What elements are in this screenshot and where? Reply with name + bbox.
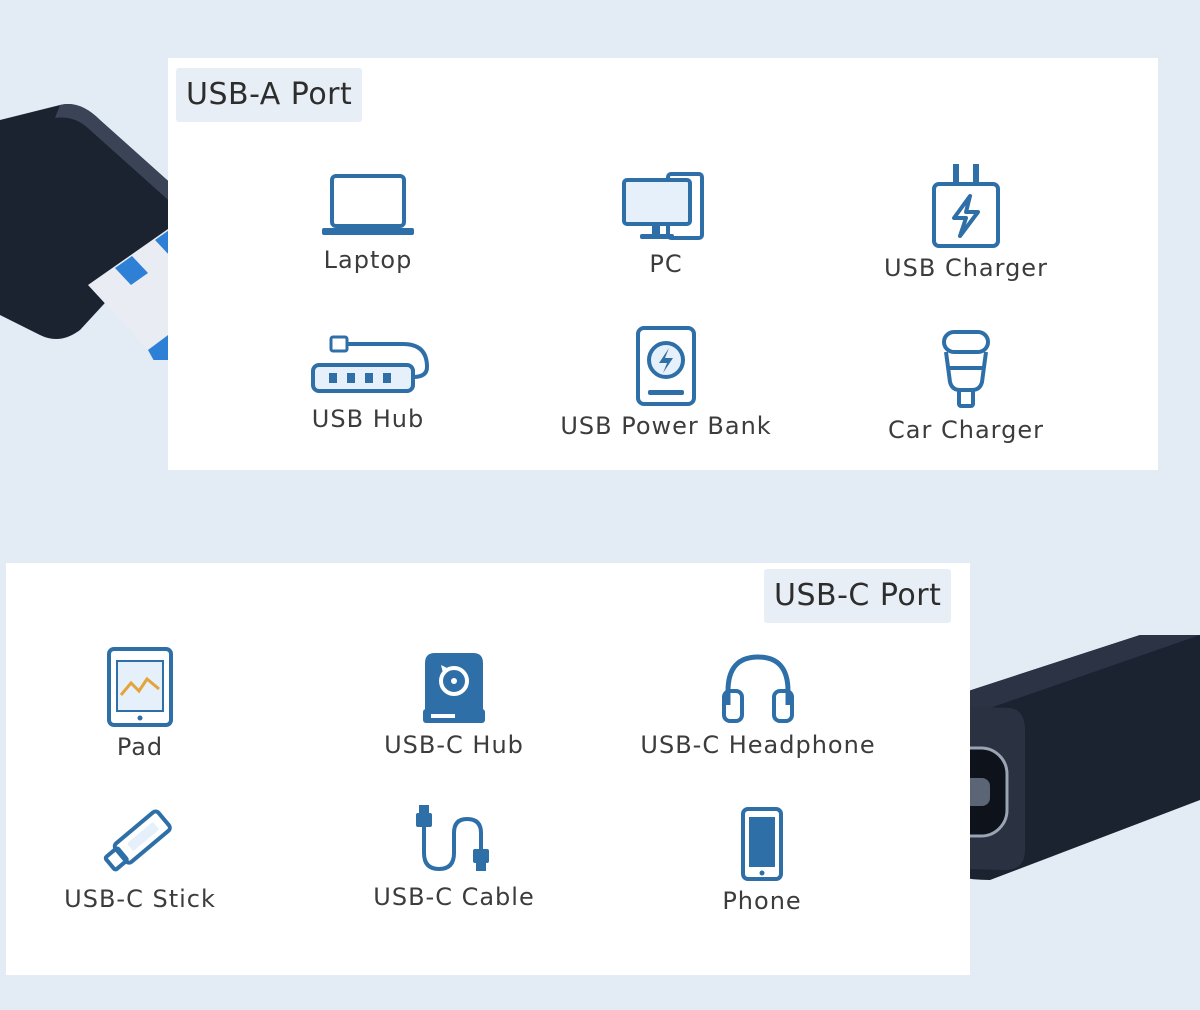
power-bank-item: USB Power Bank: [536, 326, 796, 440]
usb-c-hub-item: USB-C Hub: [324, 651, 584, 759]
usb-c-title: USB-C Port: [764, 569, 952, 623]
usb-stick-icon: [103, 809, 172, 872]
laptop-item: Laptop: [238, 170, 498, 274]
pc-label: PC: [649, 250, 683, 278]
usb-cable-label: USB-C Cable: [373, 883, 535, 911]
usb-stick-item: USB-C Stick: [10, 799, 270, 913]
tablet-icon: [107, 647, 173, 727]
power-bank-icon: [636, 326, 696, 406]
usb-stick-label: USB-C Stick: [64, 885, 216, 913]
usb-c-hub-label: USB-C Hub: [384, 731, 524, 759]
headphone-label: USB-C Headphone: [640, 731, 876, 759]
pc-icon: [622, 172, 704, 240]
usb-hub-item: USB Hub: [238, 333, 498, 433]
phone-item: Phone: [632, 807, 892, 915]
phone-icon: [741, 807, 783, 881]
headphone-icon: [722, 654, 794, 723]
power-bank-label: USB Power Bank: [560, 412, 772, 440]
usb-cable-icon: [416, 805, 489, 872]
laptop-label: Laptop: [323, 246, 413, 274]
car-charger-label: Car Charger: [888, 416, 1044, 444]
headphone-item: USB-C Headphone: [628, 651, 888, 759]
pc-item: PC: [536, 170, 796, 278]
usb-charger-icon: [932, 164, 1000, 248]
usb-a-title: USB-A Port: [176, 68, 363, 122]
pad-item: Pad: [10, 647, 270, 761]
usb-charger-label: USB Charger: [884, 254, 1048, 282]
hard-drive-icon: [423, 653, 485, 723]
pad-label: Pad: [116, 733, 164, 761]
car-charger-icon: [942, 330, 990, 408]
usb-hub-icon: [311, 335, 430, 393]
car-charger-item: Car Charger: [836, 328, 1096, 444]
usb-a-panel: USB-A Port Laptop PC USB Charger: [168, 58, 1158, 470]
usb-hub-label: USB Hub: [311, 405, 425, 433]
usb-charger-item: USB Charger: [836, 162, 1096, 282]
phone-label: Phone: [722, 887, 802, 915]
usb-c-panel: USB-C Port Pad USB-C Hub USB-C Headphone: [6, 563, 970, 975]
usb-cable-item: USB-C Cable: [324, 803, 584, 911]
laptop-icon: [322, 174, 414, 235]
